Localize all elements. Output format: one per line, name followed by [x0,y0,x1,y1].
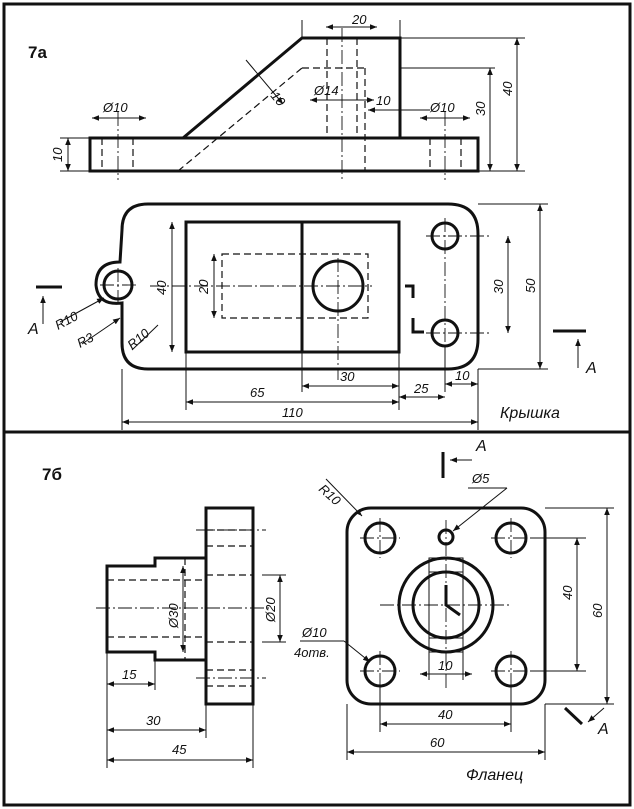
dim-overall-110: 110 [282,405,303,420]
section-mark-top: А [475,438,487,455]
panel-b-number: 7б [42,465,62,484]
dim-radius-10-lug: R10 [52,308,81,333]
plan-view-a: А А R10 R3 R10 40 20 30 50 [27,202,597,430]
dim-spacing-40-h: 40 [438,707,453,722]
dim-top-width: 20 [351,12,367,27]
dim-spacing-40-v: 40 [560,585,575,600]
dim-plan-height-40: 40 [154,280,169,295]
dim-small-hole: Ø5 [471,471,490,486]
dim-bore-dia: Ø14 [313,83,339,98]
dim-length-15: 15 [122,667,137,682]
dim-bolt-hole-count: 4отв. [294,645,330,660]
dim-length-10: 10 [455,368,470,383]
dim-dia-30: Ø30 [166,603,181,629]
dim-hole-dia-left: Ø10 [102,100,128,115]
side-view-b: Ø30 Ø20 15 30 45 [96,506,286,768]
dim-length-30: 30 [340,369,355,384]
dim-hole-spacing-30: 30 [491,279,506,294]
dim-length-25: 25 [413,381,429,396]
panel-b-caption: Фланец [466,767,523,784]
flange-plate-side [204,506,255,706]
dim-length-65: 65 [250,385,265,400]
dim-radius-10-corner: R10 [124,325,153,352]
front-view-a: 20 10 Ø14 10 Ø10 Ø10 30 40 [50,12,525,180]
dim-radius-10-flange: R10 [316,481,344,509]
panel-a: 7а 20 10 Ø14 [27,12,597,430]
dim-size-60-v: 60 [590,603,605,618]
dim-length-45: 45 [172,742,187,757]
rib-outline [182,36,402,140]
dim-radius-3: R3 [74,329,96,350]
front-view-b: А А R10 Ø5 Ø10 4отв. 40 6 [294,438,614,784]
dim-inner-20: 20 [196,279,211,295]
dim-height-40: 40 [500,81,515,96]
dim-bolt-hole-dia: Ø10 [301,625,327,640]
dim-size-60-h: 60 [430,735,445,750]
panel-b: 7б Ø30 Ø20 [42,438,614,784]
dim-base-thickness: 10 [50,147,65,162]
housing-outline [184,220,401,354]
cover-outline [94,202,480,371]
dim-rib-thickness: 10 [268,88,289,109]
flange-outline [345,506,547,706]
dim-hole-dia-right: Ø10 [429,100,455,115]
section-mark-bottom: А [597,721,609,738]
panel-a-caption: Крышка [500,405,560,422]
base-plate [88,136,480,173]
dim-height-30: 30 [473,101,488,116]
dim-dia-20: Ø20 [263,597,278,623]
section-mark-right: А [585,360,597,377]
hub-outline [105,556,206,662]
dim-length-30-side: 30 [146,713,161,728]
dim-key-10: 10 [438,658,453,673]
section-mark-left: А [27,321,39,338]
dim-wall-thickness: 10 [376,93,391,108]
panel-a-number: 7а [28,43,47,62]
dim-width-50: 50 [523,278,538,293]
